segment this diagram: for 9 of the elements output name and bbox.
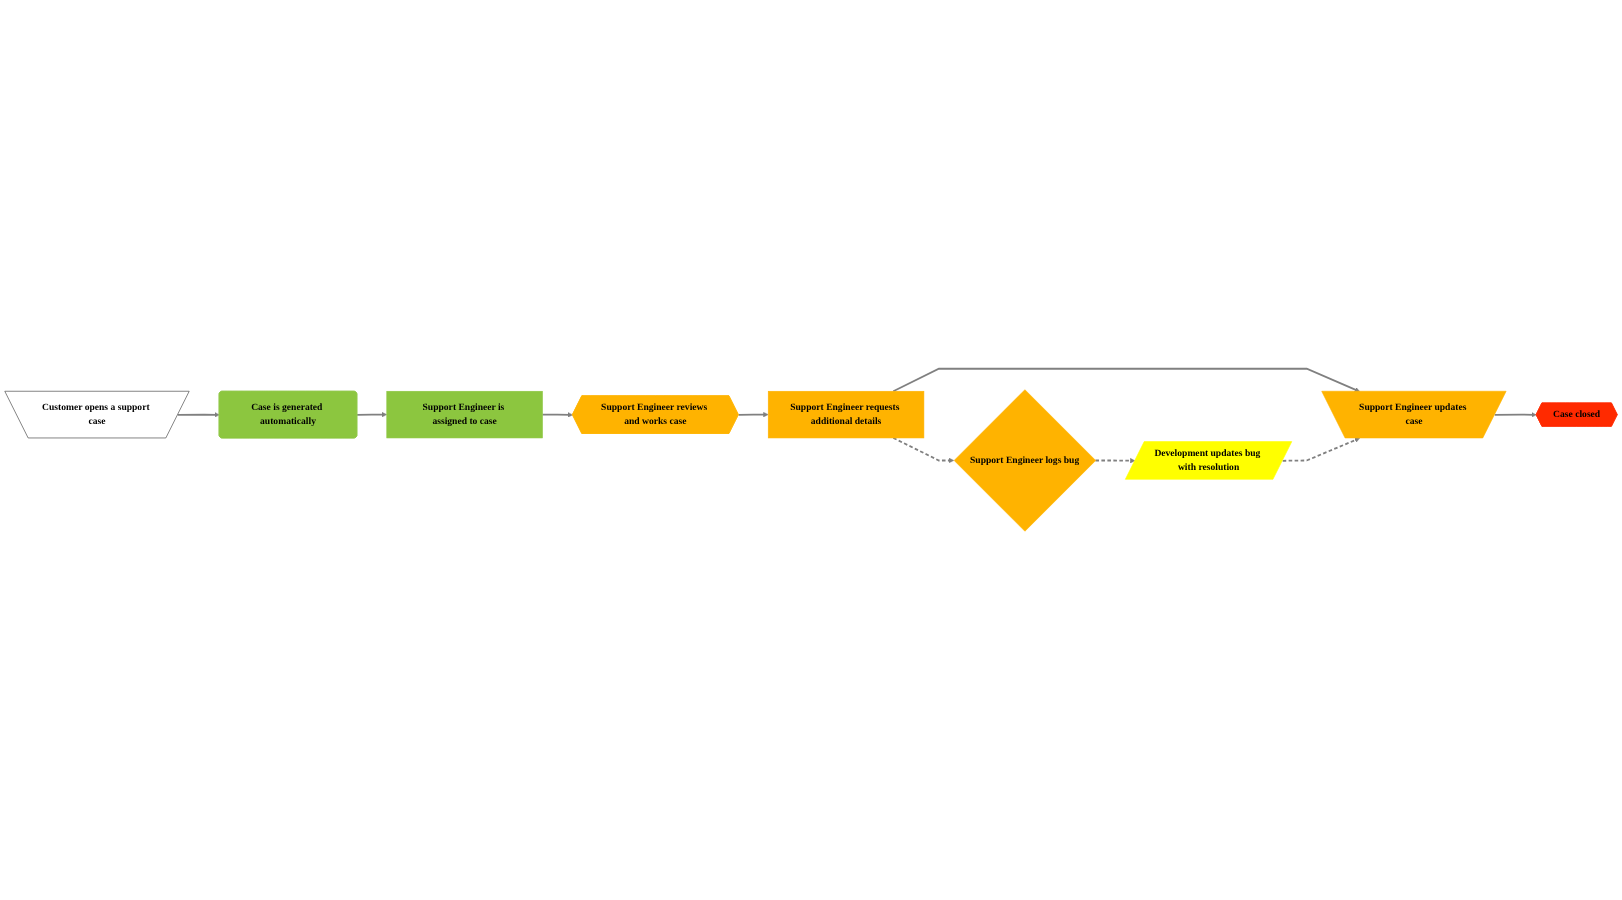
arrow [541, 412, 573, 418]
arrow [1281, 437, 1360, 462]
arrow [1094, 458, 1136, 464]
arrow [176, 412, 220, 418]
arrow [737, 412, 769, 418]
arrow [892, 437, 955, 464]
arrow [1493, 412, 1537, 418]
arrow [892, 367, 1360, 393]
arrow [356, 412, 388, 418]
